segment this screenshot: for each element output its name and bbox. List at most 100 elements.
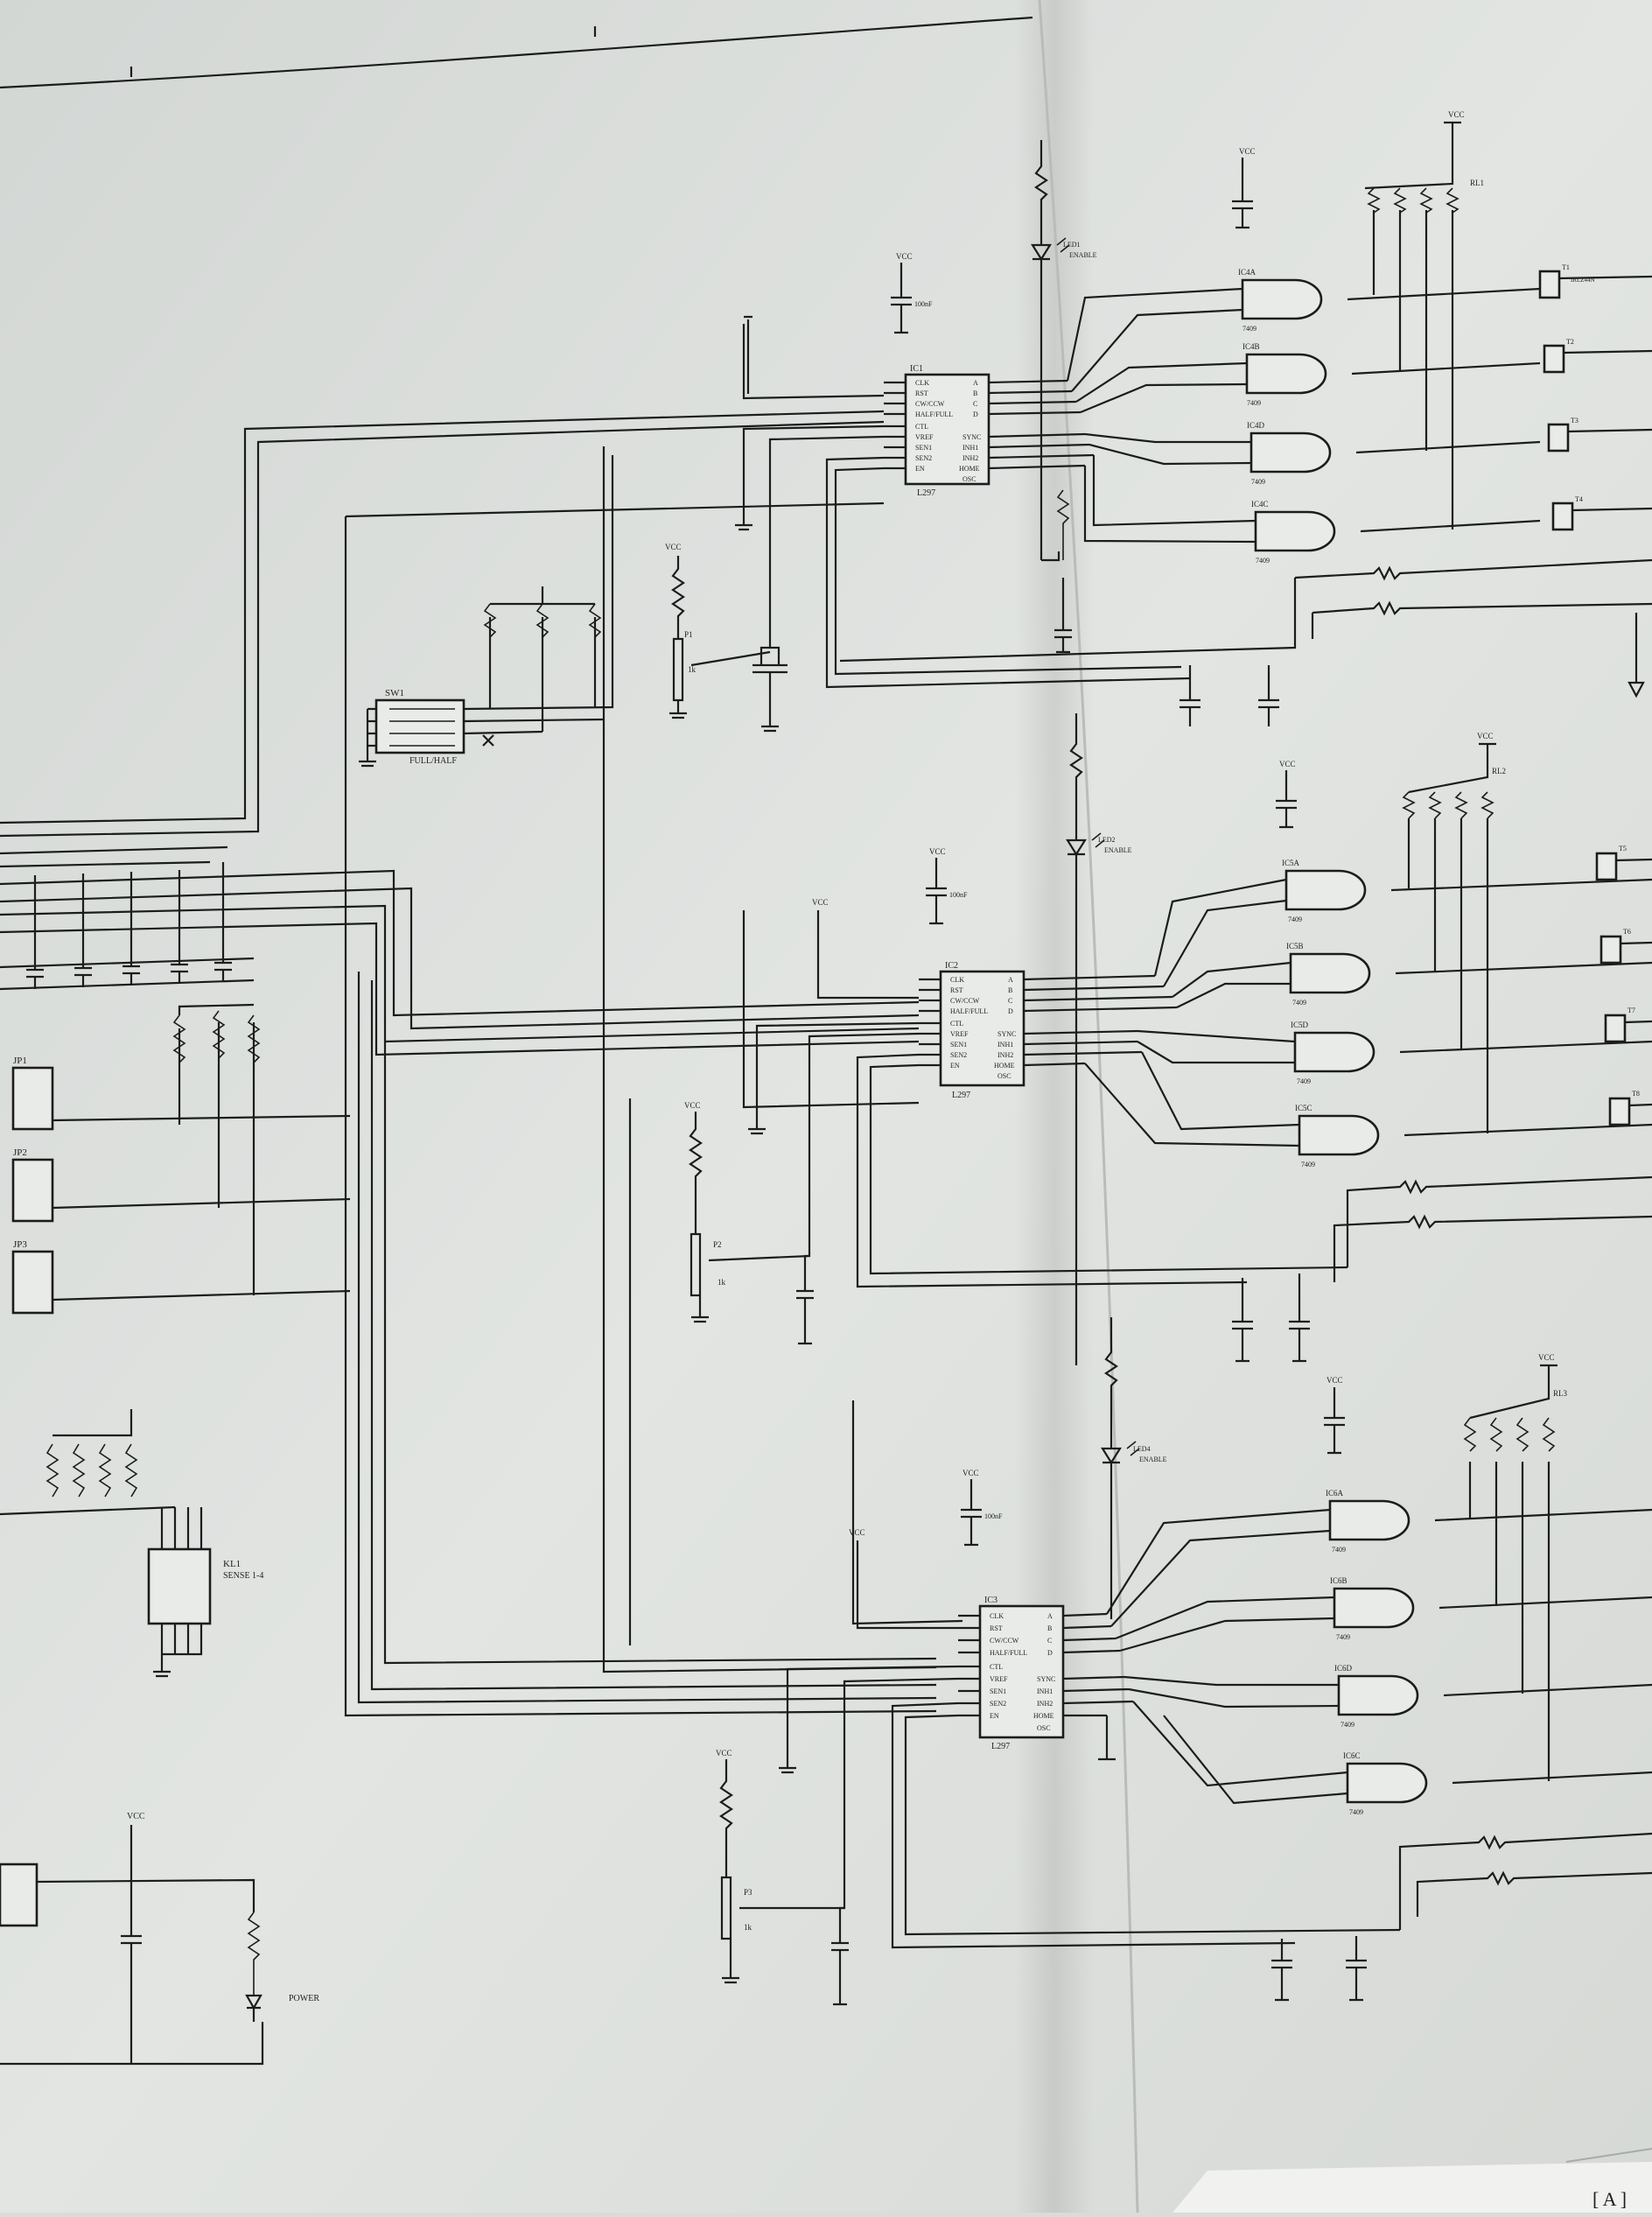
ic3-pin-sen2: SEN2 xyxy=(990,1700,1006,1708)
full-half-switch-body xyxy=(374,698,466,754)
ic3-pin-halffull: HALF/FULL xyxy=(990,1649,1027,1657)
vcc-label-ic2: VCC xyxy=(812,898,829,907)
sheet-bottom-label: [ A ] xyxy=(1592,2188,1627,2210)
led2-label: ENABLE xyxy=(1104,846,1132,854)
gate-ic5b-ref: IC5B xyxy=(1286,942,1304,951)
ic2-body xyxy=(939,970,1026,1087)
gate-ic6c xyxy=(1346,1762,1428,1804)
mosfet-t4-ref: T4 xyxy=(1575,495,1583,503)
gate-ic6d-part: 7409 xyxy=(1340,1721,1354,1729)
ic3-pin-sync: SYNC xyxy=(1037,1675,1055,1683)
ic1-pin-clk: CLK xyxy=(915,379,929,387)
gate-bank-ic5: IC5A 7409 IC5B 7409 IC5D 7409 IC5C 7409 … xyxy=(1084,732,1652,1168)
ic1-body xyxy=(904,373,990,486)
gate-ic4d xyxy=(1250,431,1332,474)
mosfet-t2-ref: T2 xyxy=(1566,338,1574,346)
gate-ic4d-ref: IC4D xyxy=(1247,421,1265,430)
sense-connector: KL1 SENSE 1-4 xyxy=(0,1409,263,1678)
ic1-pin-inh2: INH2 xyxy=(962,454,978,462)
ic3-part: L297 xyxy=(991,1742,1010,1751)
ic1-pin-sen1: SEN1 xyxy=(915,444,932,452)
ic1-pin-en: EN xyxy=(915,465,925,473)
vcc-label-ic1: VCC xyxy=(896,252,913,261)
full-half-switch: SW1 FULL/HALF xyxy=(359,455,614,768)
jumper-section: JP1 JP2 JP3 xyxy=(11,1003,351,1315)
ic2-pin-vref: VREF xyxy=(950,1030,969,1038)
gate-ic5c xyxy=(1298,1114,1380,1156)
gate-ic4d-part: 7409 xyxy=(1251,478,1265,486)
ic3-pin-ctl: CTL xyxy=(990,1663,1003,1671)
gate-ic6b-part: 7409 xyxy=(1336,1633,1350,1641)
ic2-pin-inh1: INH1 xyxy=(998,1041,1013,1049)
ic1-pin-home: HOME xyxy=(959,465,980,473)
led4-ref: LED4 xyxy=(1133,1445,1151,1453)
vcc-label-rl3: VCC xyxy=(1538,1353,1555,1362)
ic2-ref: IC2 xyxy=(945,961,958,971)
switch-label: FULL/HALF xyxy=(410,756,457,766)
connector-label: SENSE 1-4 xyxy=(223,1571,263,1581)
ic2-pin-home: HOME xyxy=(994,1062,1015,1070)
mosfet-t8-ref: T8 xyxy=(1632,1090,1640,1098)
gate-ic4c-part: 7409 xyxy=(1256,557,1270,565)
ic3-ref: IC3 xyxy=(984,1596,998,1605)
gate-ic6a-part: 7409 xyxy=(1332,1546,1346,1554)
ic3-sense-network xyxy=(1271,1832,1652,2002)
pot1-ref: P1 xyxy=(684,630,693,639)
ic2-pin-sync: SYNC xyxy=(998,1030,1016,1038)
ic1-pin-ctl: CTL xyxy=(915,423,928,431)
gate-ic6c-ref: IC6C xyxy=(1343,1751,1361,1760)
led4-enable-indicator: LED4 ENABLE VCC xyxy=(1101,1317,1345,1619)
gate-ic5d xyxy=(1293,1031,1376,1073)
ic2-pin-b: B xyxy=(1008,986,1012,994)
gate-bank-ic6: IC6A 7409 IC6B 7409 IC6D 7409 IC6C 7409 … xyxy=(1106,1353,1652,1816)
ic3-pin-osc: OSC xyxy=(1037,1724,1051,1732)
jumper-2-label: JP2 xyxy=(13,1147,27,1158)
ic1-part: L297 xyxy=(917,488,935,498)
gate-ic6d xyxy=(1337,1674,1419,1716)
gate-ic6b xyxy=(1333,1587,1415,1629)
ic2-pin-c: C xyxy=(1008,997,1012,1005)
gate-ic4c xyxy=(1254,510,1336,552)
vcc-label-p3: VCC xyxy=(716,1749,732,1757)
vcc-label-p2: VCC xyxy=(684,1101,701,1110)
switch-ref: SW1 xyxy=(385,688,404,698)
ic1-pin-osc: OSC xyxy=(962,475,976,483)
ic3-pin-cwccw: CW/CCW xyxy=(990,1637,1019,1645)
ic2-pin-clk: CLK xyxy=(950,976,964,984)
mosfet-t5-ref: T5 xyxy=(1619,845,1627,852)
pot2-value: 1k xyxy=(718,1278,726,1287)
input-bus xyxy=(0,410,920,1056)
ic2-pin-a: A xyxy=(1008,976,1013,984)
ic1-pin-sync: SYNC xyxy=(962,433,981,441)
ic2-pin-osc: OSC xyxy=(998,1072,1012,1080)
ic2-block: IC2 L297 CLK RST CW/CCW HALF/FULL CTL VR… xyxy=(684,847,1348,1345)
ic2-pin-d: D xyxy=(1008,1007,1013,1015)
gate-ic5c-ref: IC5C xyxy=(1295,1104,1312,1112)
ic3-pin-rst: RST xyxy=(990,1624,1003,1632)
led1-ref: LED1 xyxy=(1063,241,1081,249)
second-sheet-corner xyxy=(1172,2162,1652,2213)
led2-ref: LED2 xyxy=(1098,836,1116,844)
vcc-label-rl2: VCC xyxy=(1477,732,1494,740)
gate-ic4b-part: 7409 xyxy=(1247,399,1261,407)
led2-enable-indicator: LED2 ENABLE VCC xyxy=(1066,713,1297,1365)
vcc-label-c14: VCC xyxy=(962,1469,979,1477)
ic2-decoupling-cap: 100nF xyxy=(949,891,968,899)
gate-ic4a xyxy=(1241,278,1323,320)
ic3-pin-clk: CLK xyxy=(990,1612,1004,1620)
ic3-pin-d: D xyxy=(1047,1649,1053,1657)
gate-ic6a xyxy=(1328,1499,1410,1541)
rl3-ref: RL3 xyxy=(1553,1389,1568,1398)
rl2-ref: RL2 xyxy=(1492,767,1506,775)
paper-fold-crease xyxy=(1038,0,1139,2213)
ic3-pin-c: C xyxy=(1047,1637,1052,1645)
pot2-ref: P2 xyxy=(713,1240,722,1249)
vcc-label-c11: VCC xyxy=(929,847,946,856)
ic3-decoupling-cap: 100nF xyxy=(984,1512,1003,1520)
ic1-pin-sen2: SEN2 xyxy=(915,454,932,462)
ic2-pin-halffull: HALF/FULL xyxy=(950,1007,988,1015)
ic1-block: IC1 L297 CLK RST CW/CCW HALF/FULL CTL VR… xyxy=(665,252,1191,733)
